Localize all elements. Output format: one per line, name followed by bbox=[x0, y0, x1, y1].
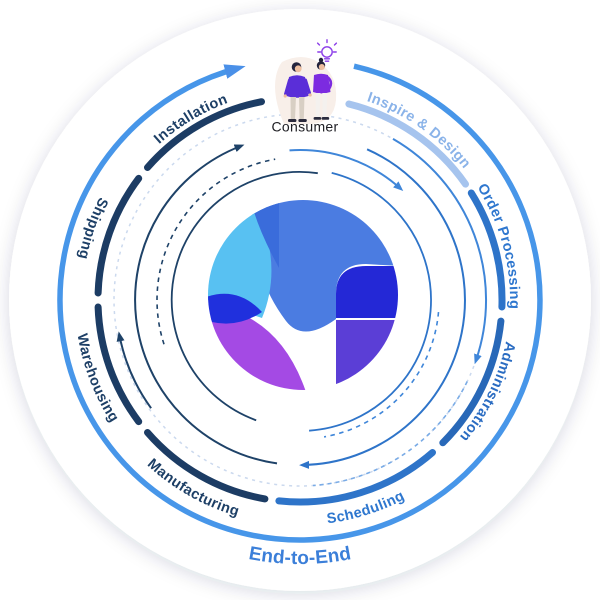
flow-arcs-layer bbox=[113, 113, 487, 487]
inner-blue-arc bbox=[309, 172, 432, 432]
consumer-group: Consumer bbox=[272, 39, 339, 135]
logo-top-wedge bbox=[250, 200, 279, 268]
segment-scheduling bbox=[275, 449, 436, 506]
segment-inspire-design bbox=[345, 100, 469, 188]
segment-shipping bbox=[94, 174, 143, 297]
flow-arc-right-dashed bbox=[312, 381, 468, 487]
man-figure bbox=[283, 62, 312, 122]
flow-arc-left-navy bbox=[134, 144, 278, 465]
segment-ring-layer bbox=[94, 98, 506, 506]
flow-arc-topright bbox=[289, 149, 404, 192]
outer-cycle-arrow bbox=[57, 63, 543, 543]
woman-figure bbox=[313, 57, 333, 120]
segment-administration bbox=[439, 317, 505, 447]
outer-cycle-arrow-layer bbox=[57, 63, 543, 543]
segment-installation bbox=[144, 98, 265, 171]
segment-order-processing bbox=[467, 189, 506, 311]
flow-arc-right-solid bbox=[392, 138, 487, 365]
dashed-navy-arc bbox=[156, 158, 276, 345]
consumer-label: Consumer bbox=[272, 119, 339, 135]
flow-arc-left-short bbox=[116, 331, 152, 409]
logo-left-lens bbox=[208, 293, 262, 324]
segment-manufacturing bbox=[144, 429, 269, 503]
inner-navy-arc bbox=[170, 171, 318, 422]
segment-warehousing bbox=[94, 303, 143, 426]
flow-arc-bottom-blue bbox=[299, 148, 466, 469]
dashed-blue-arc bbox=[323, 312, 440, 438]
lightbulb-icon bbox=[316, 39, 338, 62]
logo-navy-square bbox=[336, 266, 398, 318]
logo-big-blue-shape bbox=[250, 200, 398, 332]
